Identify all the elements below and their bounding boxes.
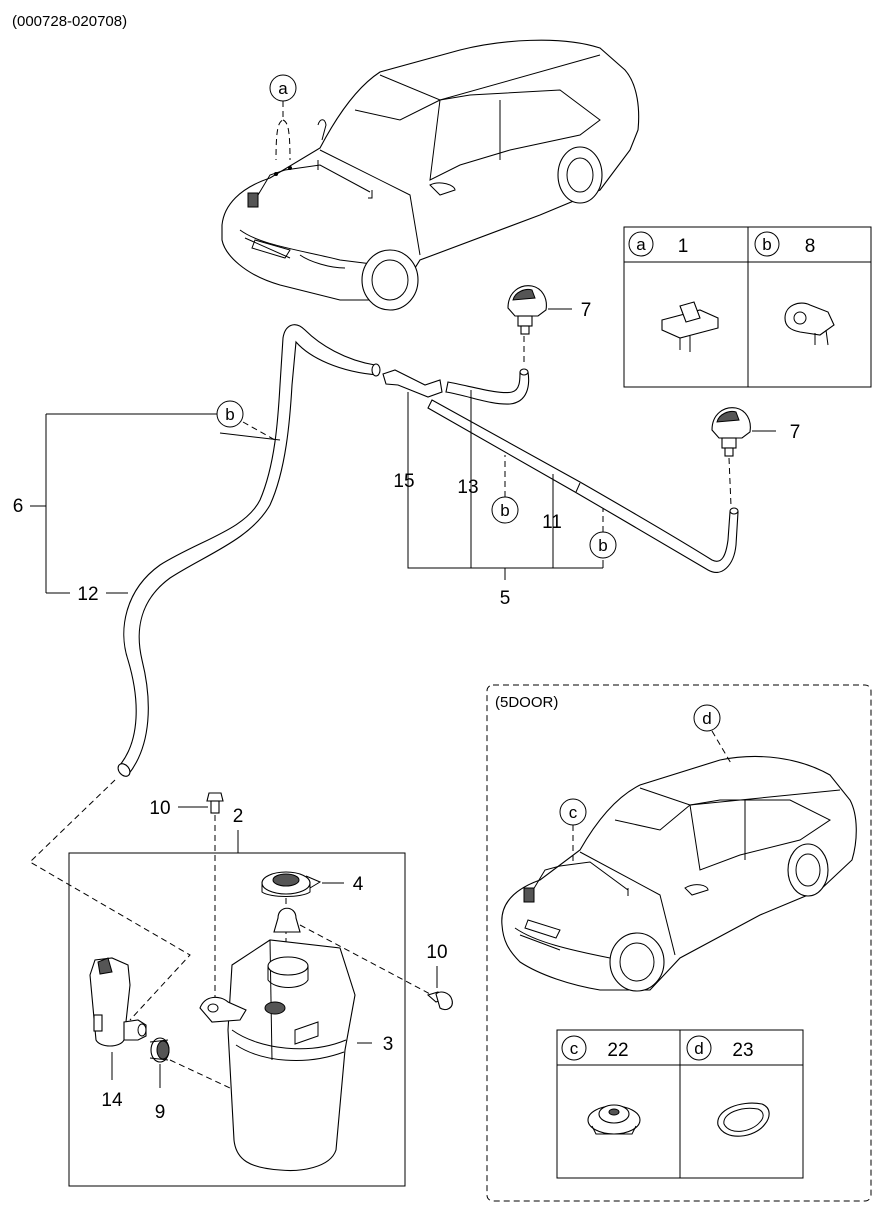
- hose-assembly-5: 15 13 11 5 b b: [382, 368, 739, 609]
- legend-part-22: 22: [607, 1040, 628, 1061]
- sedan-illustration: [221, 39, 640, 311]
- washer-pump: [89, 957, 147, 1047]
- washer-nozzle-upper: 7: [507, 285, 592, 366]
- part-label-7-upper: 7: [581, 300, 592, 321]
- diagram-code: (000728-020708): [12, 13, 127, 30]
- hatchback-illustration: [501, 755, 857, 992]
- part-label-5: 5: [500, 588, 511, 609]
- five-door-label: (5DOOR): [495, 694, 558, 711]
- seal-ring-icon: [717, 1102, 770, 1137]
- callout-c: c: [569, 803, 578, 822]
- bolt-right: 10: [426, 942, 453, 1011]
- legend-callout-a: a: [636, 235, 646, 254]
- part-label-14: 14: [101, 1090, 123, 1111]
- callout-a-top: a: [269, 74, 297, 161]
- legend-part-8: 8: [805, 236, 816, 257]
- callout-b-hose5-right: b: [598, 536, 607, 555]
- hose-assembly-6: 6 12 b: [13, 324, 381, 777]
- legend-callout-b: b: [762, 235, 771, 254]
- callout-b-hose5-mid: b: [500, 501, 509, 520]
- grommet-icon: [587, 1104, 641, 1135]
- reservoir-assembly: 2 10 4 3: [68, 792, 433, 1187]
- washer-nozzle-lower: 7: [711, 407, 801, 507]
- legend-callout-d: d: [694, 1039, 703, 1058]
- svg-text:a: a: [278, 79, 288, 98]
- part-label-12: 12: [77, 584, 98, 605]
- legend-top-table: a 1 b 8: [623, 226, 872, 388]
- part-label-11: 11: [542, 512, 562, 533]
- callout-b-hose6: b: [225, 405, 234, 424]
- callout-d: d: [702, 709, 711, 728]
- part-label-2: 2: [233, 806, 244, 827]
- clip-icon: [661, 301, 719, 352]
- legend-part-1: 1: [678, 236, 689, 257]
- part-label-4: 4: [353, 874, 364, 895]
- part-label-3: 3: [383, 1034, 394, 1055]
- part-label-15: 15: [393, 471, 414, 492]
- legend-bottom-table: c 22 d 23: [556, 1029, 804, 1179]
- part-label-9: 9: [155, 1102, 166, 1123]
- legend-callout-c: c: [570, 1039, 579, 1058]
- five-door-section: (5DOOR) c d: [486, 684, 872, 1202]
- part-label-10-right: 10: [426, 942, 447, 963]
- part-label-6: 6: [13, 496, 24, 517]
- part-label-10-top: 10: [149, 798, 170, 819]
- pump-grommet: [149, 1037, 170, 1063]
- part-label-13: 13: [457, 477, 478, 498]
- reservoir-cap: [261, 871, 322, 897]
- part-label-7-lower: 7: [790, 422, 801, 443]
- hose-clip-icon: [784, 302, 835, 346]
- legend-part-23: 23: [732, 1040, 753, 1061]
